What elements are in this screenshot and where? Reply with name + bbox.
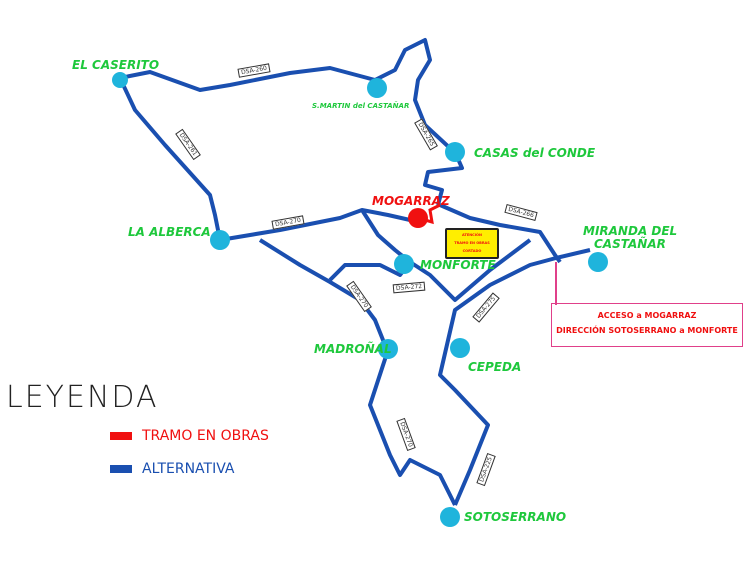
label-madronal: MADROÑAL xyxy=(314,342,392,356)
town-dot-el-caserito xyxy=(112,72,128,88)
town-dot-la-alberca xyxy=(210,230,230,250)
town-dot-mogarraz xyxy=(408,208,428,228)
label-sotoserrano: SOTOSERRANO xyxy=(464,510,567,524)
town-dot-miranda xyxy=(588,252,608,272)
label-mogarraz: MOGARRAZ xyxy=(372,194,450,208)
town-dot-monforte xyxy=(394,254,414,274)
legend-swatch-red xyxy=(110,432,132,440)
warning-line: ATENCIÓN xyxy=(462,233,482,237)
legend-swatch-blue xyxy=(110,465,132,473)
label-monforte: MONFORTE xyxy=(420,258,496,272)
access-note-line2: DIRECCIÓN SOTOSERRANO a MONFORTE xyxy=(556,326,738,335)
label-miranda: MIRANDA DEL xyxy=(583,224,678,238)
town-dot-madronal xyxy=(378,339,398,359)
access-note-line1: ACCESO a MOGARRAZ xyxy=(597,311,697,320)
road-casas-mogarraz xyxy=(423,151,464,206)
legend-title: LEYENDA xyxy=(6,380,159,415)
town-dot-casas-del-conde xyxy=(445,142,465,162)
label-miranda-2: CASTAÑAR xyxy=(594,237,666,251)
legend-label: TRAMO EN OBRAS xyxy=(142,428,269,444)
road-dsa-260 xyxy=(119,38,454,152)
road-dsa-270-south xyxy=(368,349,457,506)
legend-item-works: TRAMO EN OBRAS xyxy=(110,428,269,444)
label-la-alberca: LA ALBERCA xyxy=(128,225,211,239)
road-dsa-270-north xyxy=(219,208,411,242)
legend-item-alternative: ALTERNATIVA xyxy=(110,461,234,477)
access-note: ACCESO a MOGARRAZ DIRECCIÓN SOTOSERRANO … xyxy=(551,303,743,347)
town-dot-cepeda xyxy=(450,338,470,358)
label-el-caserito: EL CASERITO xyxy=(72,58,160,72)
warning-line: TRAMO EN OBRAS xyxy=(454,241,490,245)
label-cepeda: CEPEDA xyxy=(468,360,522,374)
legend-label: ALTERNATIVA xyxy=(142,461,235,477)
label-casas-del-conde: CASAS del CONDE xyxy=(474,146,596,160)
road-dsa-261 xyxy=(118,77,222,241)
works-warning-box: ATENCIÓN TRAMO EN OBRAS CORTADO xyxy=(445,228,499,259)
road-dsa-225 xyxy=(438,248,591,506)
road-dsa-270 xyxy=(258,238,387,346)
warning-line: CORTADO xyxy=(462,249,482,253)
label-san-martin: S.MARTIN del CASTAÑAR xyxy=(312,102,410,110)
town-dot-san-martin xyxy=(367,78,387,98)
road-monforte-mogarraz xyxy=(408,238,532,302)
town-dot-sotoserrano xyxy=(440,507,460,527)
